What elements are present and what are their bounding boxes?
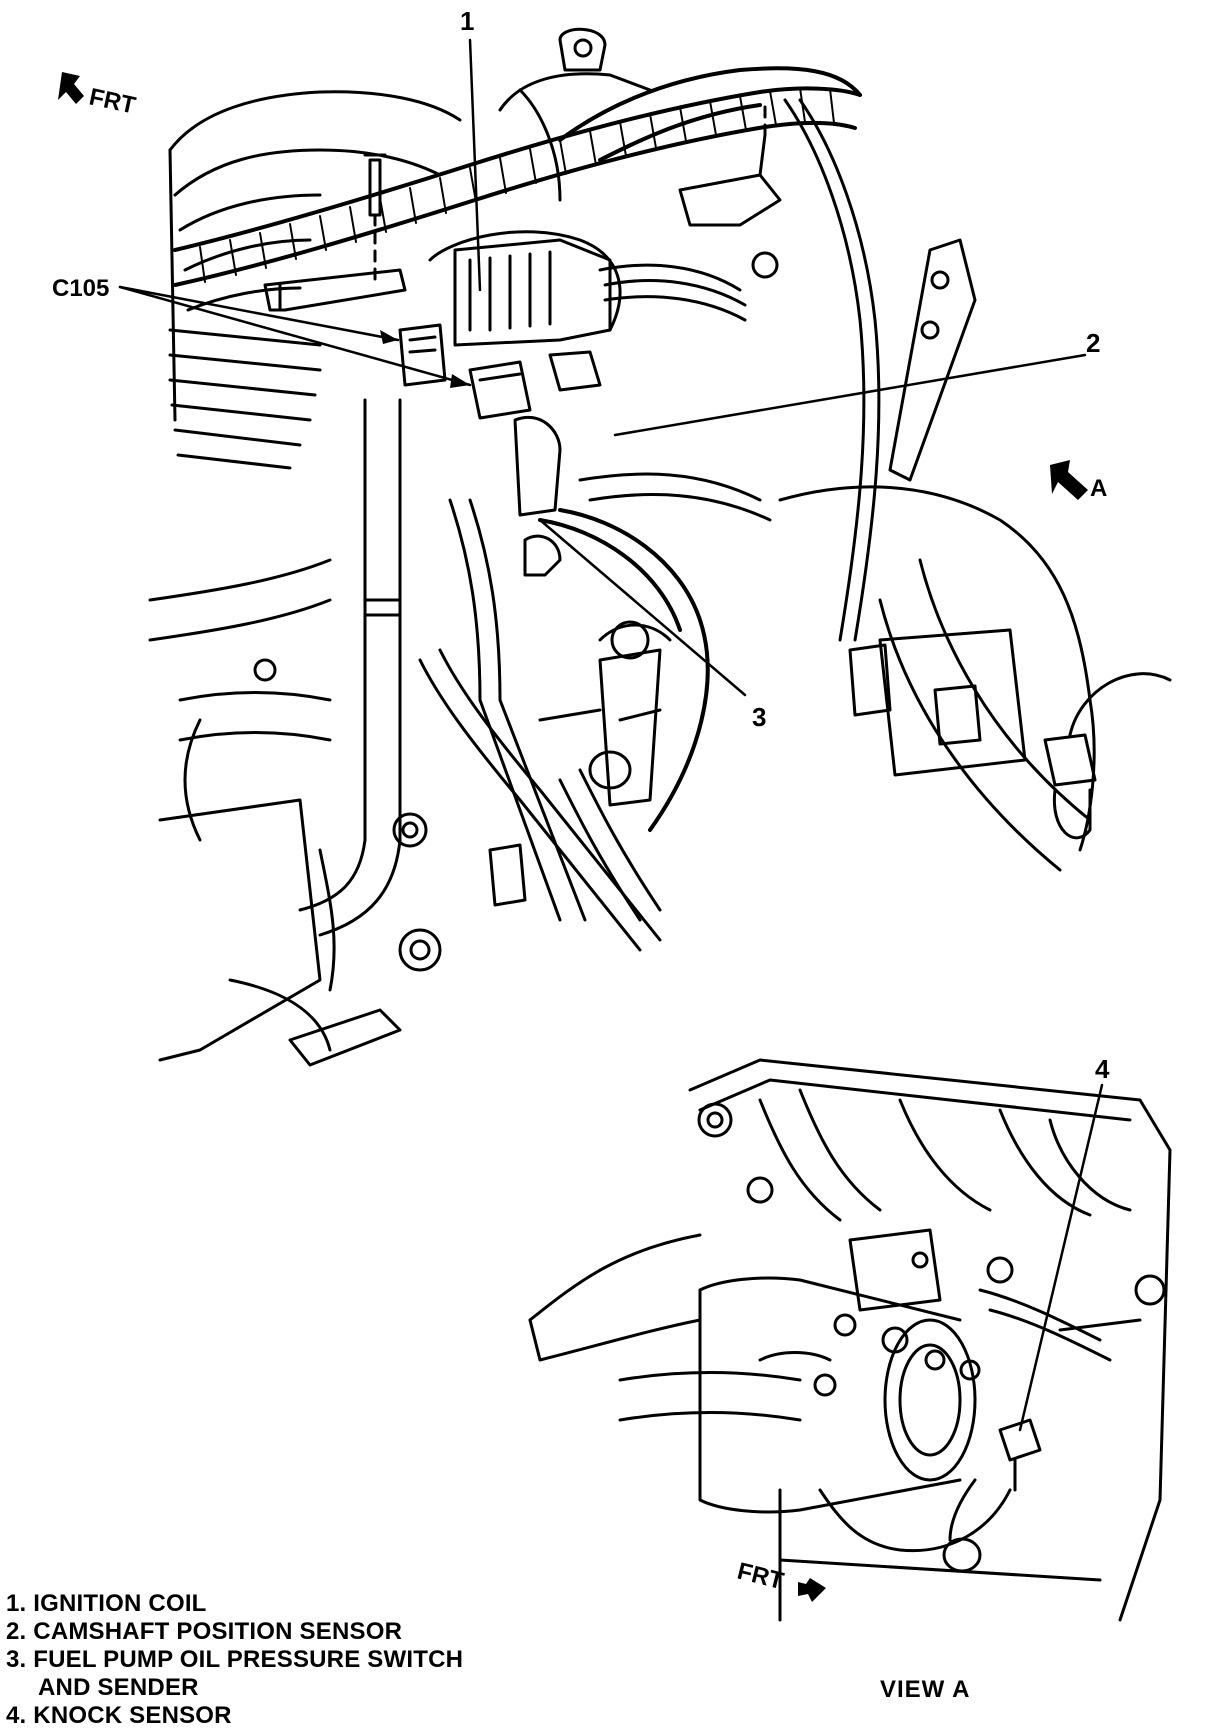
legend-item-ignition-coil: 1. IGNITION COIL xyxy=(6,1590,207,1617)
view-a-arrow-icon xyxy=(1050,460,1088,500)
c105-arrowhead-2 xyxy=(450,374,470,388)
legend-item-camshaft-position-sensor: 2. CAMSHAFT POSITION SENSOR xyxy=(6,1618,403,1645)
callout-3: 3 xyxy=(752,702,766,732)
front-arrow-icon-top xyxy=(58,72,84,104)
upper-engine-illustration xyxy=(148,27,1172,1067)
callout-1: 1 xyxy=(460,6,474,36)
legend-item-fuel-pump-oil-pressure-switch: 3. FUEL PUMP OIL PRESSURE SWITCH xyxy=(6,1646,464,1673)
callout-2: 2 xyxy=(1086,328,1100,358)
c105-arrowhead-1 xyxy=(380,330,398,344)
legend-item-knock-sensor: 4. KNOCK SENSOR xyxy=(6,1702,232,1729)
front-label-top: FRT xyxy=(87,83,139,119)
connector-c105-label: C105 xyxy=(52,275,109,302)
legend-item-fuel-pump-oil-pressure-switch-cont: AND SENDER xyxy=(38,1674,199,1701)
front-arrow-icon-bottom xyxy=(798,1578,826,1602)
view-a-ref-label: A xyxy=(1090,475,1107,502)
leader-lines xyxy=(118,38,1104,1432)
view-a-caption: VIEW A xyxy=(880,1676,971,1703)
component-legend: 1. IGNITION COIL 2. CAMSHAFT POSITION SE… xyxy=(6,1590,463,1730)
view-a-illustration xyxy=(528,1058,1172,1622)
callout-4: 4 xyxy=(1095,1054,1110,1084)
